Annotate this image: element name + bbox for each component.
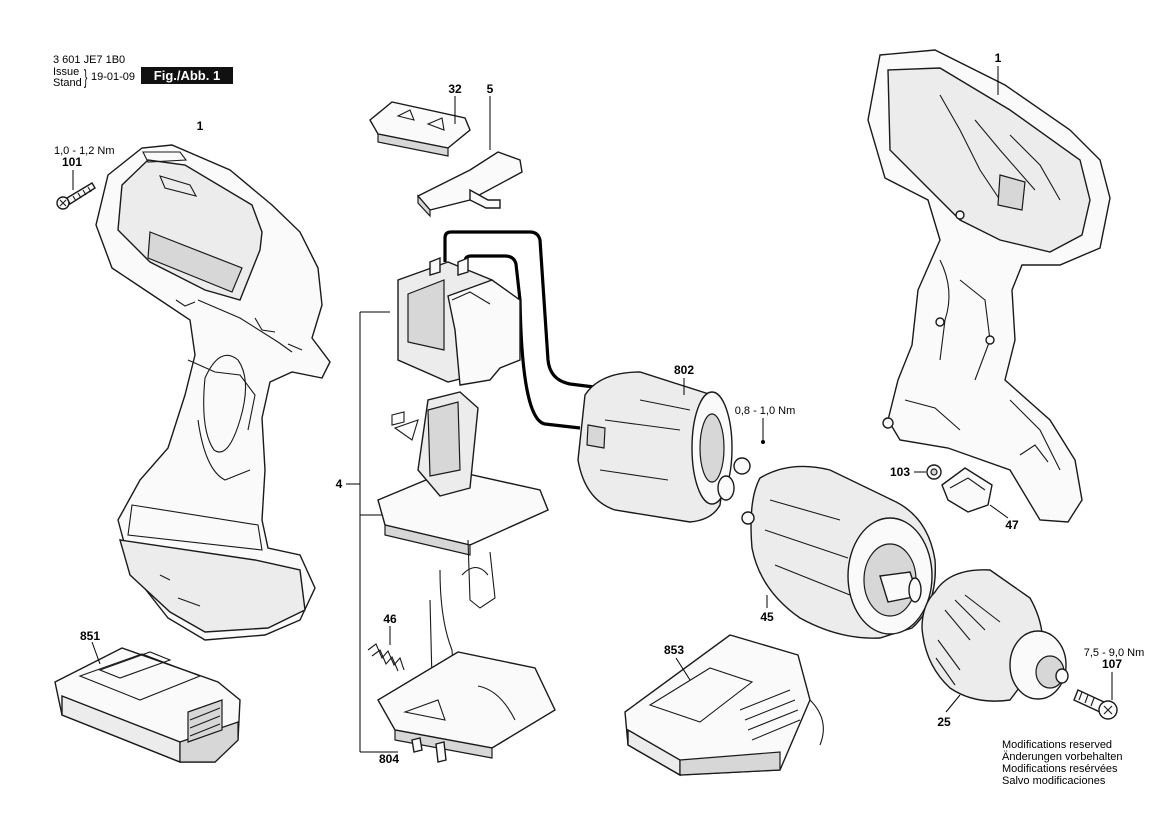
nut-103-part bbox=[914, 464, 942, 480]
label-base-804: 804 bbox=[379, 752, 399, 766]
chuck-25-part bbox=[921, 569, 1069, 713]
cap-47-part bbox=[941, 467, 1009, 519]
motor-802-part bbox=[577, 371, 765, 523]
label-torque-802: 0,8 - 1,0 Nm bbox=[735, 405, 796, 417]
footer-line-4: Salvo modificaciones bbox=[1002, 775, 1106, 787]
label-screw-101: 101 bbox=[62, 155, 82, 169]
label-battery-851: 851 bbox=[80, 629, 100, 643]
label-nut-103: 103 bbox=[890, 465, 910, 479]
footer-line-2: Änderungen vorbehalten bbox=[1002, 751, 1123, 763]
screw-101-part bbox=[56, 170, 96, 210]
label-motor-802: 802 bbox=[674, 363, 694, 377]
label-torque-107: 7,5 - 9,0 Nm bbox=[1084, 647, 1145, 659]
housing-left-part bbox=[95, 144, 331, 641]
stand-label: Stand bbox=[53, 77, 82, 89]
label-switch-assembly-4: 4 bbox=[336, 477, 343, 491]
label-slider-32: 32 bbox=[448, 82, 462, 96]
label-torque-101: 1,0 - 1,2 Nm bbox=[54, 145, 115, 157]
screw-107-part bbox=[1073, 672, 1118, 720]
battery-851-part bbox=[54, 641, 241, 764]
figure-label: Fig./Abb. 1 bbox=[141, 67, 233, 84]
charger-853-part bbox=[624, 634, 824, 777]
label-charger-853: 853 bbox=[664, 643, 684, 657]
label-housing-left: 1 bbox=[197, 119, 204, 133]
label-screw-107: 107 bbox=[1102, 657, 1122, 671]
slider-32-part bbox=[369, 96, 471, 157]
switch-assembly-4-part bbox=[346, 230, 603, 753]
brace-glyph: } bbox=[84, 67, 88, 89]
label-spring-46: 46 bbox=[383, 612, 397, 626]
footer-line-3: Modifications resérvées bbox=[1002, 763, 1118, 775]
label-cap-47: 47 bbox=[1005, 518, 1019, 532]
label-switch-5: 5 bbox=[487, 82, 494, 96]
spring-46-part bbox=[367, 626, 405, 672]
document-number: 3 601 JE7 1B0 bbox=[53, 54, 126, 66]
footer-line-1: Modifications reserved bbox=[1002, 739, 1113, 751]
label-housing-right: 1 bbox=[995, 51, 1002, 65]
label-chuck-25: 25 bbox=[937, 715, 951, 729]
switch-5-part bbox=[416, 96, 523, 218]
gearbox-45-part bbox=[741, 465, 937, 639]
issue-label: Issue bbox=[53, 66, 80, 78]
issue-date: 19-01-09 bbox=[91, 71, 136, 83]
housing-right-part bbox=[867, 49, 1111, 523]
label-gearbox-45: 45 bbox=[760, 610, 774, 624]
base-804-part bbox=[377, 651, 556, 763]
